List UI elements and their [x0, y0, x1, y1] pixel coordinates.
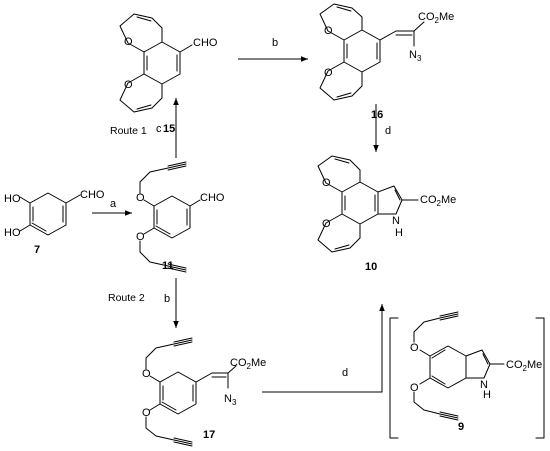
step-label-d: d	[342, 367, 348, 379]
pyran-oxygen: O	[324, 25, 333, 37]
cho-label: CHO	[193, 37, 218, 49]
compound-7: HO HO CHO 7	[4, 189, 105, 256]
step-label-a: a	[110, 198, 117, 210]
nh-label: H	[395, 227, 403, 239]
compound-number: 11	[162, 260, 174, 272]
hydroxy-label: HO	[4, 227, 21, 239]
pyran-oxygen: O	[124, 79, 133, 91]
compound-10: CO2Me N H O O 10	[317, 155, 456, 273]
compound-17: CO2Me N3 O O 17	[142, 337, 266, 447]
cho-label: CHO	[80, 189, 105, 201]
azide-label: N3	[409, 49, 422, 63]
ether-oxygen: O	[142, 368, 151, 380]
ether-oxygen: O	[136, 231, 145, 243]
ether-oxygen: O	[410, 342, 419, 354]
compound-15: CHO O O 15	[119, 13, 218, 135]
step-label-c: c	[156, 123, 162, 135]
step-label-d: d	[385, 125, 391, 137]
step-label-b: b	[164, 293, 170, 305]
compound-number: 15	[163, 123, 175, 135]
route-label: Route 1	[110, 125, 147, 137]
route-label: Route 2	[108, 292, 145, 304]
pyran-oxygen: O	[322, 177, 331, 189]
ester-label: CO2Me	[230, 357, 266, 371]
compound-number: 16	[371, 109, 383, 121]
step-label-b: b	[272, 37, 278, 49]
reaction-arrows	[92, 56, 385, 393]
compound-16: CO2Me N3 O O 16	[319, 3, 454, 121]
nh-label: N	[392, 215, 400, 227]
ether-oxygen: O	[142, 407, 151, 419]
ester-label: CO2Me	[420, 194, 456, 208]
ester-label: CO2Me	[506, 359, 542, 373]
compound-number: 9	[458, 421, 464, 433]
ether-oxygen: O	[136, 192, 145, 204]
azide-label: N3	[224, 393, 237, 407]
compound-number: 10	[365, 261, 377, 273]
compound-11: O O CHO 11	[136, 161, 225, 273]
pyran-oxygen: O	[124, 36, 133, 48]
cho-label: CHO	[200, 192, 225, 204]
ether-oxygen: O	[410, 382, 419, 394]
ester-label: CO2Me	[418, 11, 454, 25]
pyran-oxygen: O	[322, 218, 331, 230]
compound-number: 17	[203, 429, 215, 441]
hydroxy-label: HO	[4, 193, 21, 205]
nh-label: N	[480, 379, 488, 391]
compound-number: 7	[34, 244, 40, 256]
nh-label: H	[483, 389, 491, 401]
pyran-oxygen: O	[324, 67, 333, 79]
arrow-step-d-bottom	[262, 304, 385, 393]
compound-9: CO2Me N H O O 9	[389, 311, 545, 439]
